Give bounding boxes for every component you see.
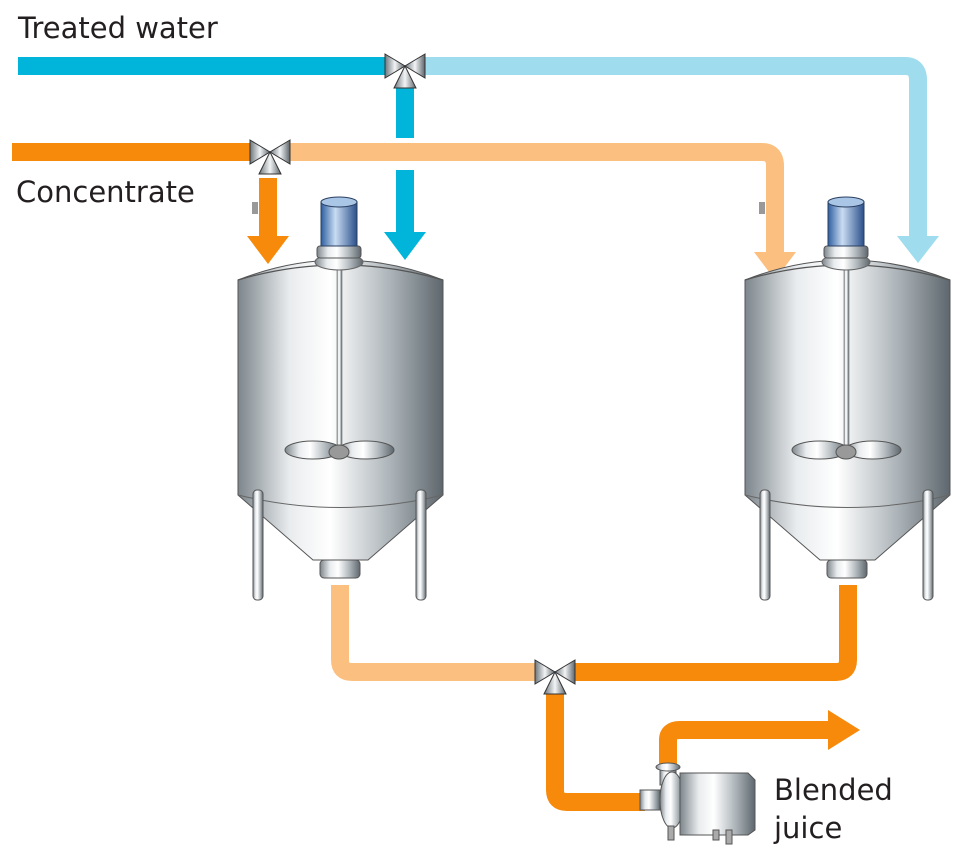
concentrate-arrow-right-tank	[754, 252, 796, 280]
blended-juice-arrow	[828, 710, 860, 750]
water-arrow-right-tank	[897, 236, 939, 263]
three-way-valve-concentrate[interactable]	[249, 139, 291, 175]
water-arrow-left-tank	[384, 232, 426, 260]
centrifugal-pump	[639, 762, 756, 845]
concentrate-arrow-left-tank	[247, 236, 289, 264]
blended-juice-label-line1: Blended	[774, 773, 893, 807]
outlet-pipes	[331, 585, 860, 811]
three-way-valve-water[interactable]	[384, 53, 426, 89]
blended-juice-label-line2: juice	[773, 811, 842, 845]
treated-water-label: Treated water	[17, 11, 218, 45]
concentrate-pipe	[12, 143, 796, 280]
three-way-valve-outlet[interactable]	[534, 659, 576, 695]
treated-water-pipe	[18, 57, 939, 263]
concentrate-label: Concentrate	[16, 175, 195, 209]
